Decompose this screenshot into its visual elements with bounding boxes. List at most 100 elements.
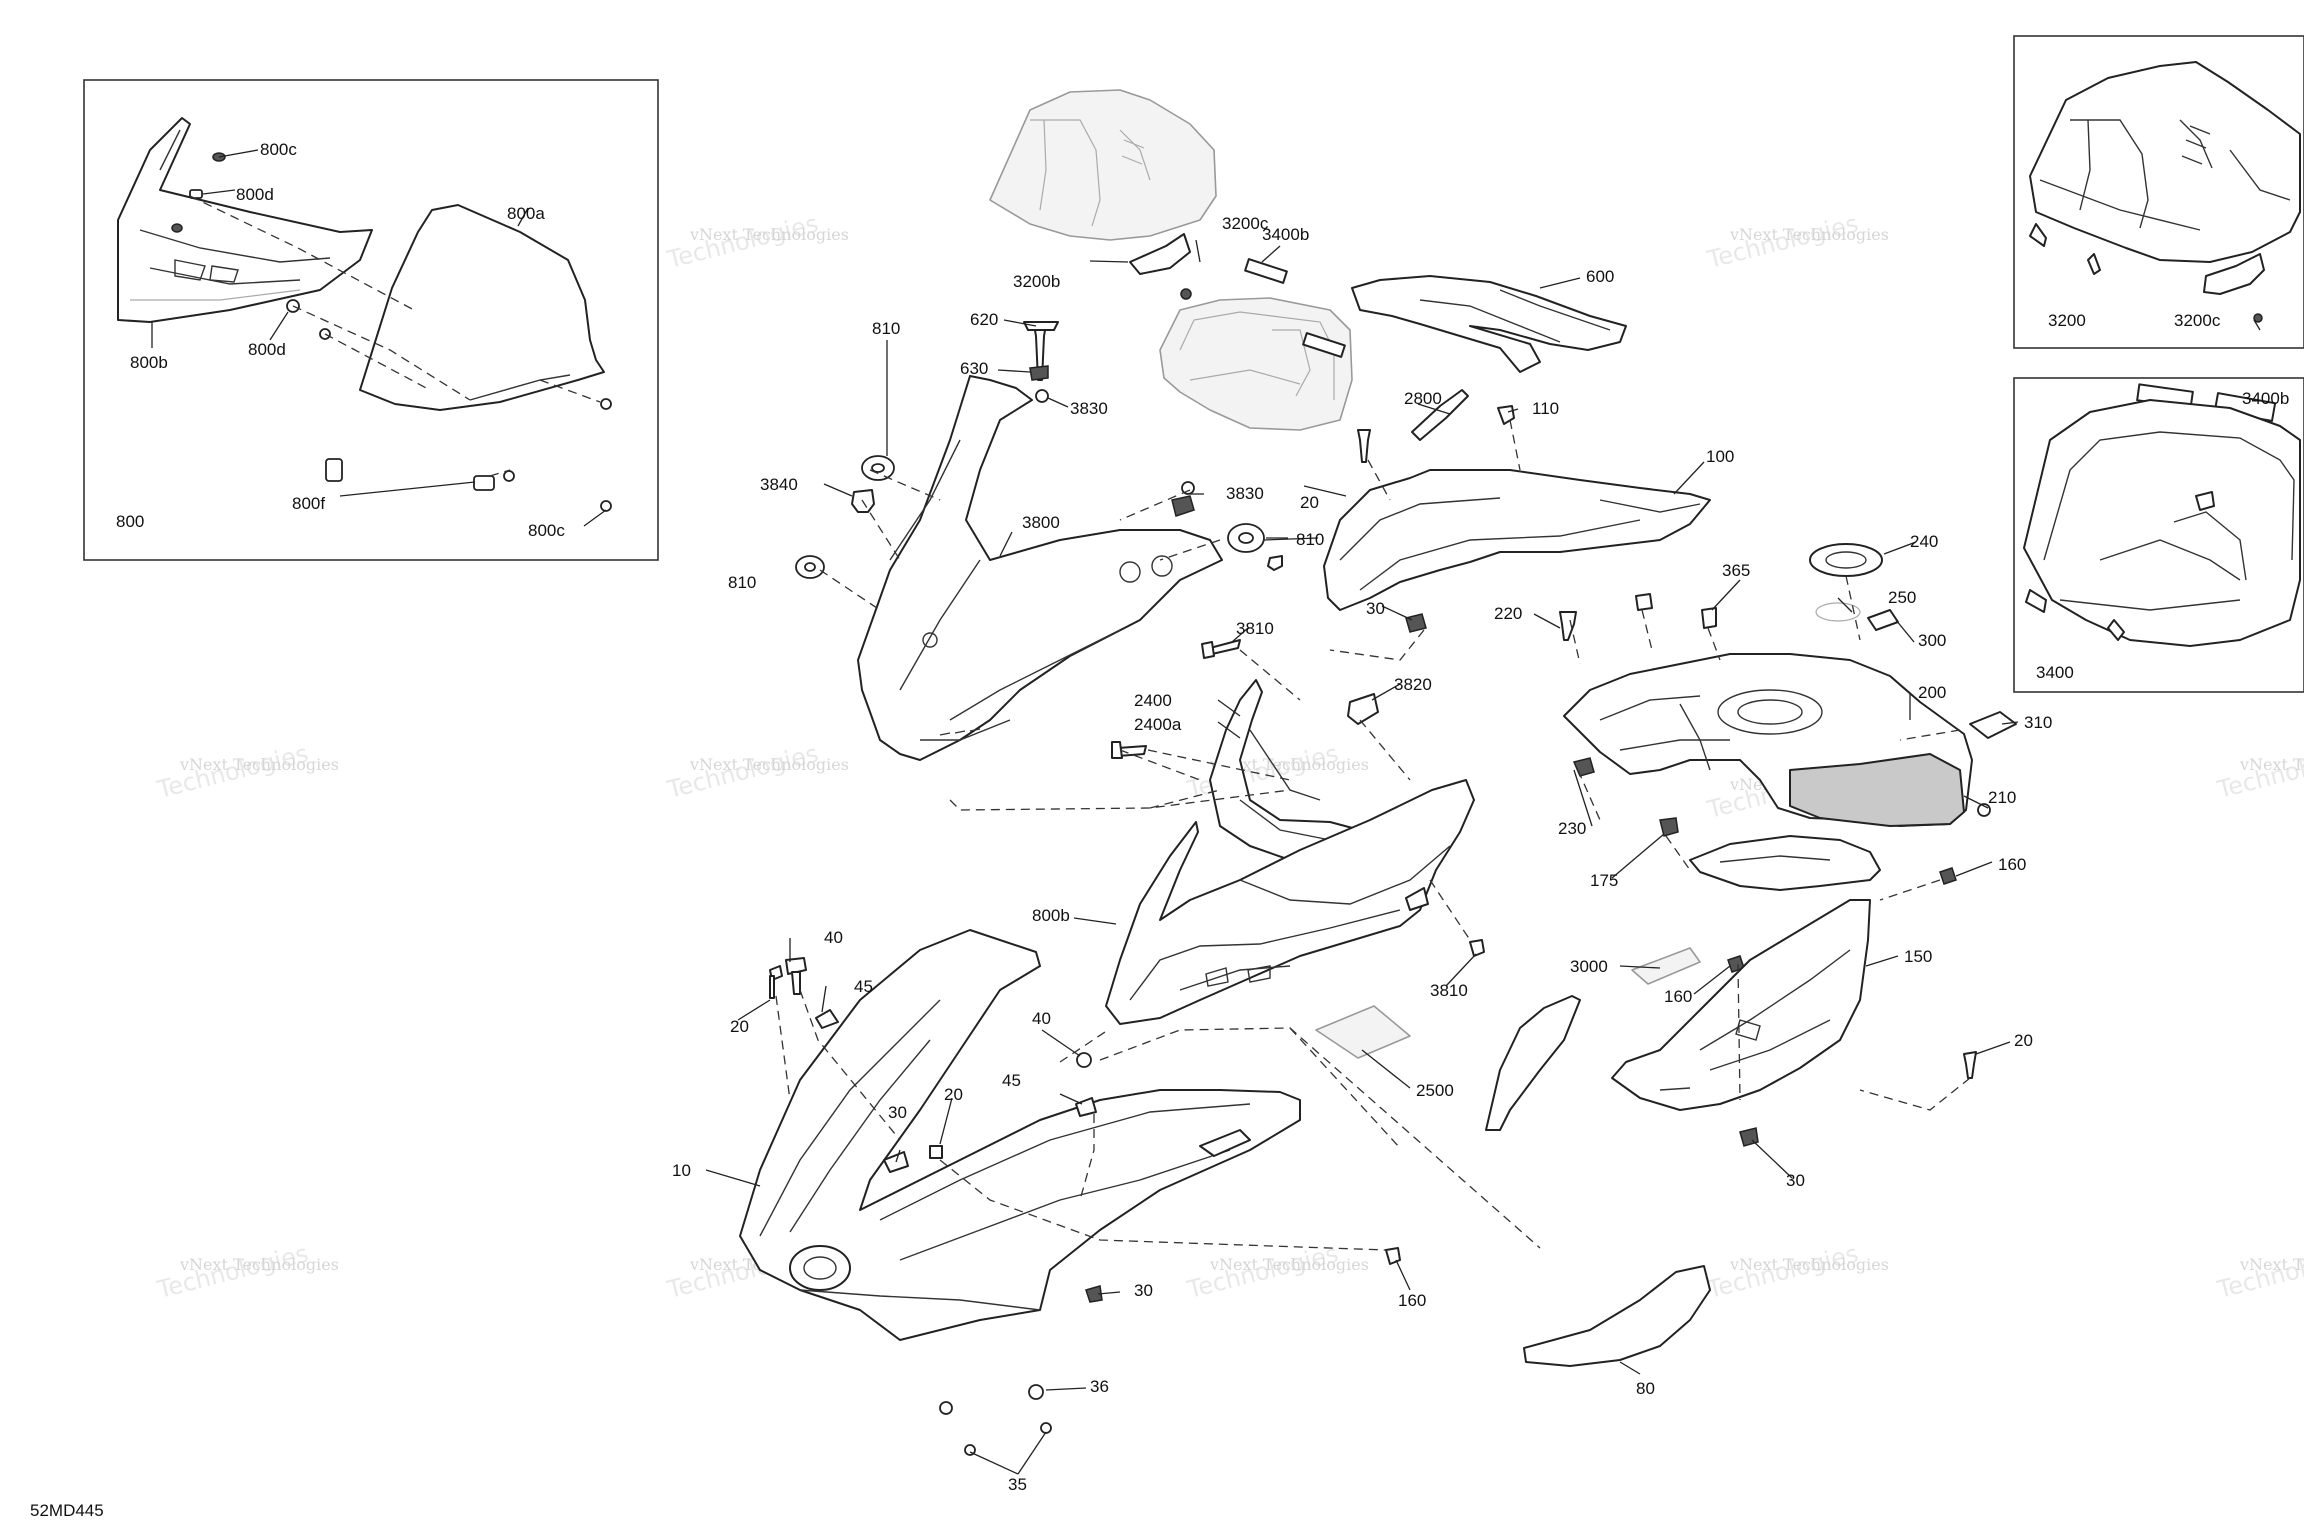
watermark-text: vNext Technologies — [1209, 755, 1369, 774]
watermark-text: vNext Technologies — [2239, 1255, 2304, 1274]
part-3000-badge — [1631, 947, 1701, 985]
callout-160-a: 160 — [1998, 855, 2026, 874]
callout-220: 220 — [1494, 604, 1522, 623]
callout-40-a: 40 — [824, 928, 843, 947]
callout-20-a: 20 — [1300, 493, 1319, 512]
part-300 — [1867, 609, 1899, 631]
callout-3830-a: 3830 — [1070, 399, 1108, 418]
part-3400-box-ghost — [1159, 297, 1353, 431]
callout-10: 10 — [672, 1161, 691, 1180]
part-2400-bracket — [1209, 679, 1371, 871]
callout-80: 80 — [1636, 1379, 1655, 1398]
callout-40-b: 40 — [1032, 1009, 1051, 1028]
inset-windshield — [83, 79, 659, 561]
part-3800-housing — [857, 375, 1223, 761]
callout-800c-b: 800c — [528, 521, 565, 540]
part-100-panel — [1323, 469, 1711, 611]
callout-3820: 3820 — [1394, 675, 1432, 694]
callout-620: 620 — [970, 310, 998, 329]
part-3200-cover-ghost — [989, 89, 1217, 241]
callout-175: 175 — [1590, 871, 1618, 890]
callout-800d-a: 800d — [236, 185, 274, 204]
watermark-text: vNext Technologies — [2239, 755, 2304, 774]
watermark-text: vNext Technologies — [1729, 1255, 1889, 1274]
callout-160-c: 160 — [1398, 1291, 1426, 1310]
callout-210: 210 — [1988, 788, 2016, 807]
callout-100: 100 — [1706, 447, 1734, 466]
part-3200b-bracket — [1129, 233, 1191, 275]
part-800b-trim — [1105, 779, 1475, 1025]
callout-110: 110 — [1532, 399, 1559, 418]
callout-150: 150 — [1904, 947, 1932, 966]
callout-240: 240 — [1910, 532, 1938, 551]
callout-3200c-a: 3200c — [1222, 214, 1269, 233]
inset-label-3200: 3200 — [2048, 311, 2086, 330]
callout-365: 365 — [1722, 561, 1750, 580]
part-80-pad — [1523, 1265, 1711, 1367]
watermark-text: vNext Technologies — [1729, 225, 1889, 244]
callout-3830-b: 3830 — [1226, 484, 1264, 503]
watermark-text: vNext Technologies — [689, 225, 849, 244]
part-2500-pad — [1315, 1005, 1411, 1059]
callout-3200b: 3200b — [1013, 272, 1060, 291]
callout-2400a: 2400a — [1134, 715, 1182, 734]
inset-cover — [2013, 35, 2304, 349]
part-175-tray — [1689, 835, 1881, 891]
callout-160-b: 160 — [1664, 987, 1692, 1006]
callout-810-b: 810 — [1296, 530, 1324, 549]
part-10-fairing — [739, 929, 1301, 1341]
callout-36: 36 — [1090, 1377, 1109, 1396]
callout-3810-a: 3810 — [1236, 619, 1274, 638]
callout-35: 35 — [1008, 1475, 1027, 1494]
callout-800d-b: 800d — [248, 340, 286, 359]
callout-800f: 800f — [292, 494, 325, 513]
drawing-code: 52MD445 — [30, 1501, 104, 1520]
callout-3810-b: 3810 — [1430, 981, 1468, 1000]
callout-30-b: 30 — [888, 1103, 907, 1122]
inset-label-3400: 3400 — [2036, 663, 2074, 682]
part-2800 — [1411, 389, 1469, 441]
part-240-cap — [1809, 543, 1883, 577]
watermark-text: vNext Technologies — [689, 755, 849, 774]
callout-20-d: 20 — [2014, 1031, 2033, 1050]
callout-3200c-b: 3200c — [2174, 311, 2221, 330]
inset-label-800: 800 — [116, 512, 144, 531]
part-3400b-pad — [1244, 258, 1288, 284]
callout-2400: 2400 — [1134, 691, 1172, 710]
callout-600: 600 — [1586, 267, 1614, 286]
callout-45-a: 45 — [854, 977, 873, 996]
callout-800b-b: 800b — [1032, 906, 1070, 925]
callout-3800: 3800 — [1022, 513, 1060, 532]
callout-800c-a: 800c — [260, 140, 297, 159]
callout-20-c: 20 — [944, 1085, 963, 1104]
callout-300: 300 — [1918, 631, 1946, 650]
callout-45-b: 45 — [1002, 1071, 1021, 1090]
callout-30-d: 30 — [1786, 1171, 1805, 1190]
callout-810-c: 810 — [728, 573, 756, 592]
watermark-text: vNext Technologies — [179, 1255, 339, 1274]
callout-800a: 800a — [507, 204, 545, 223]
part-600-trim — [1351, 275, 1627, 373]
watermark-text: vNext Technologies — [179, 755, 339, 774]
callout-3840: 3840 — [760, 475, 798, 494]
callout-810-a: 810 — [872, 319, 900, 338]
callout-800b-a: 800b — [130, 353, 168, 372]
callout-250: 250 — [1888, 588, 1916, 607]
callout-30-a: 30 — [1366, 599, 1385, 618]
part-310 — [1969, 711, 2017, 739]
part-150-panel — [1611, 899, 1871, 1111]
callout-630: 630 — [960, 359, 988, 378]
callout-2800: 2800 — [1404, 389, 1442, 408]
callout-230: 230 — [1558, 819, 1586, 838]
watermark-text: vNext Technologies — [1209, 1255, 1369, 1274]
callout-2500: 2500 — [1416, 1081, 1454, 1100]
callout-310: 310 — [2024, 713, 2052, 732]
callout-3000: 3000 — [1570, 957, 1608, 976]
callout-20-b: 20 — [730, 1017, 749, 1036]
callout-3400b-a: 3400b — [1262, 225, 1309, 244]
callout-30-c: 30 — [1134, 1281, 1153, 1300]
callout-3400b-b: 3400b — [2242, 389, 2289, 408]
callout-200: 200 — [1918, 683, 1946, 702]
inset-box — [2013, 377, 2304, 693]
